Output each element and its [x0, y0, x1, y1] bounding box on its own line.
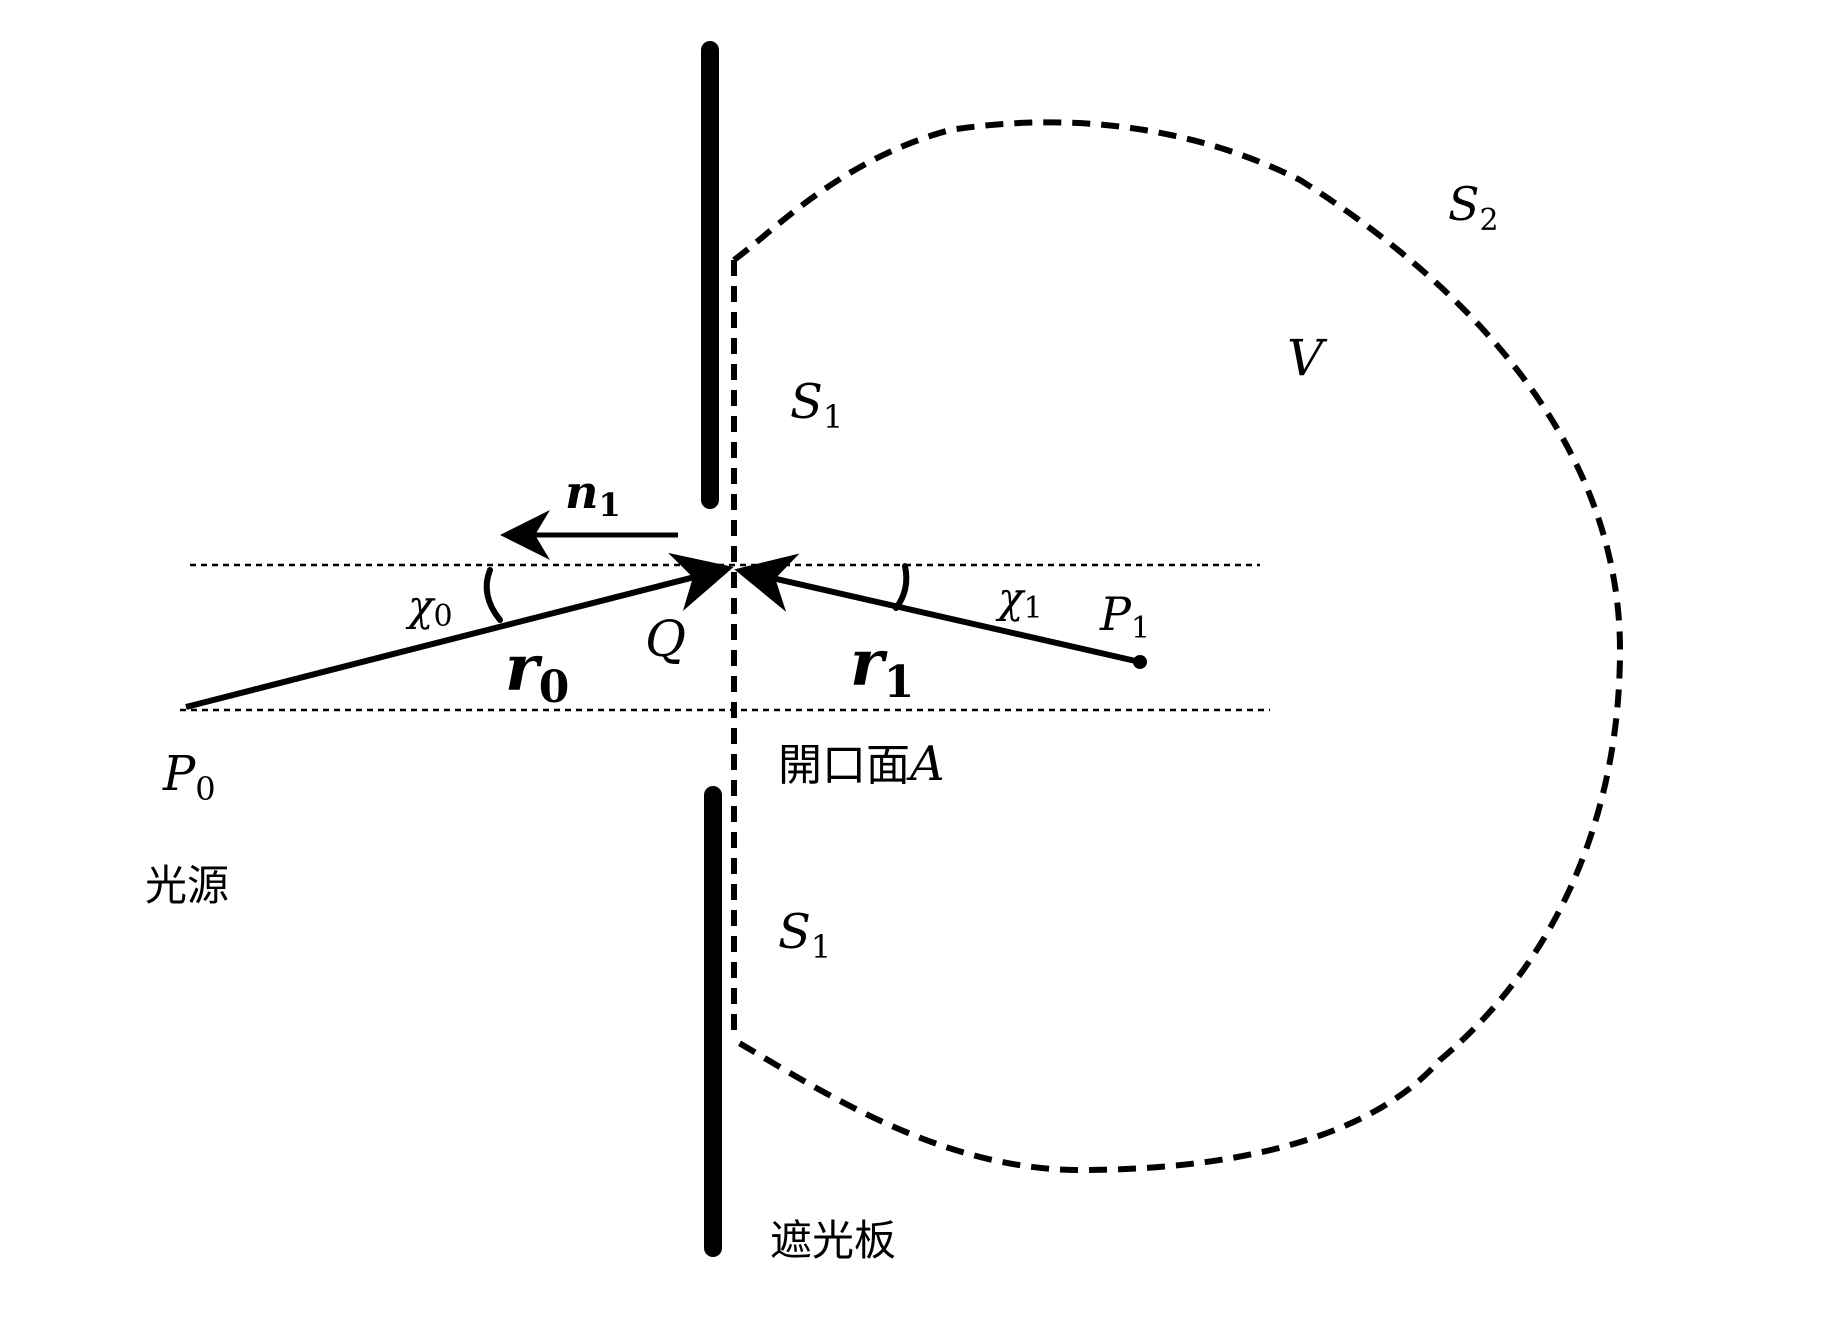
label-aperture: 開口面A	[778, 736, 945, 792]
point-p1-dot	[1133, 655, 1147, 669]
label-p1: P1	[1099, 587, 1150, 646]
label-point-q: Q	[645, 610, 686, 668]
vector-r1-arrow	[734, 553, 1141, 665]
surface-s2-arc	[732, 119, 1624, 1174]
angle-chi0-arc	[483, 567, 503, 623]
label-volume-v: V	[1287, 329, 1328, 387]
vector-r0-arrow	[185, 552, 734, 710]
label-n1: n1	[565, 465, 621, 524]
label-chi0: χ0	[405, 581, 453, 634]
label-s2: S2	[1448, 177, 1499, 238]
label-screen: 遮光板	[770, 1216, 896, 1265]
label-r1: r1	[850, 626, 914, 708]
label-p0: P0	[162, 746, 216, 808]
label-light-source: 光源	[145, 861, 229, 910]
angle-chi1-arc	[893, 563, 910, 611]
label-r0: r0	[505, 631, 569, 713]
label-s1-upper: S1	[790, 374, 843, 436]
label-s1-lower: S1	[778, 904, 831, 966]
label-chi1: χ1	[995, 573, 1043, 626]
